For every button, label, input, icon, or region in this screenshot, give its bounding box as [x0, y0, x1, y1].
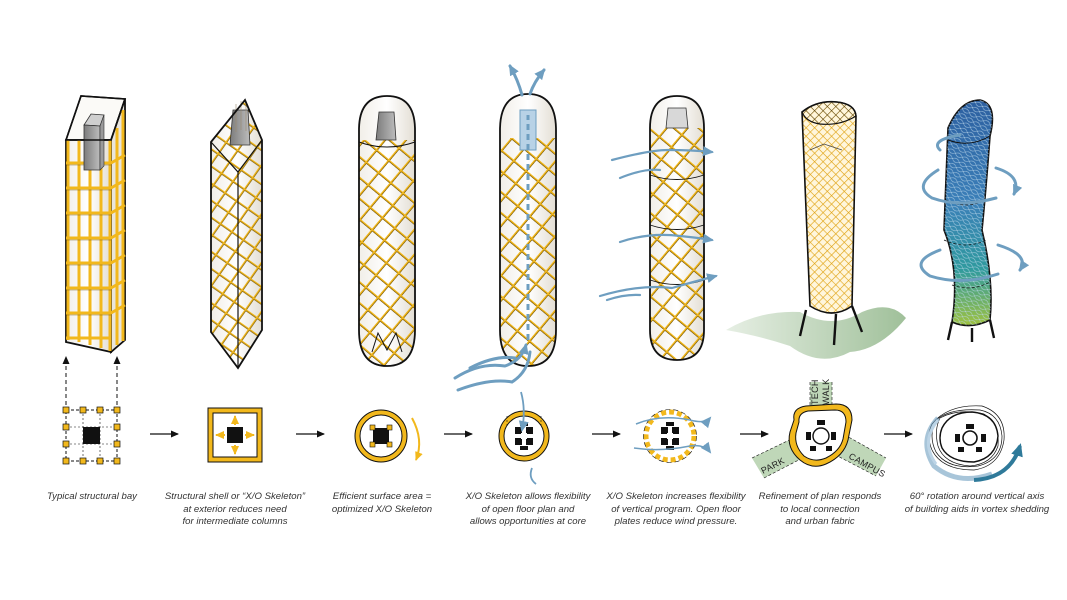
vortex-arrows — [919, 133, 1030, 283]
tower-refined-plan — [726, 100, 906, 359]
plan-typical-bay — [62, 406, 121, 465]
label-tech: TECH — [810, 379, 820, 405]
caption-open-floor: X/O Skeleton allows flexibility of open … — [465, 491, 591, 527]
caption-typical-bay: Typical structural bay — [47, 491, 137, 502]
plan-xo-shell — [207, 407, 263, 463]
tower-xo-shell — [210, 98, 263, 370]
label-walk: WALK — [821, 379, 831, 405]
caption-efficient-surface: Efficient surface area = optimized X/O S… — [331, 491, 433, 515]
plan-efficient-surface — [354, 409, 423, 463]
plan-vertical-program — [633, 409, 712, 463]
plan-refined-site: TECH WALK PARK CAMPUS — [751, 379, 887, 479]
caption-refined-plan: Refinement of plan responds to local con… — [758, 491, 882, 527]
caption-vertical-program: X/O Skeleton increases flexibility of ve… — [606, 491, 746, 527]
tower-efficient-surface — [358, 95, 416, 367]
tower-vertical-program — [598, 95, 718, 361]
plan-open-floor — [498, 391, 550, 485]
tower-typical-bay — [64, 95, 127, 354]
plan-rotated — [924, 405, 1023, 482]
wind-arrows-rising — [453, 64, 546, 392]
wind-arrows-horizontal — [598, 146, 718, 302]
caption-rotation: 60° rotation around vertical axis of bui… — [904, 491, 1050, 515]
caption-xo-shell: Structural shell or “X/O Skeleton” at ex… — [164, 491, 306, 527]
tower-rotated — [919, 99, 1030, 342]
grid-extrusion-arrows — [62, 356, 121, 405]
tower-open-floor-plan — [453, 64, 557, 392]
